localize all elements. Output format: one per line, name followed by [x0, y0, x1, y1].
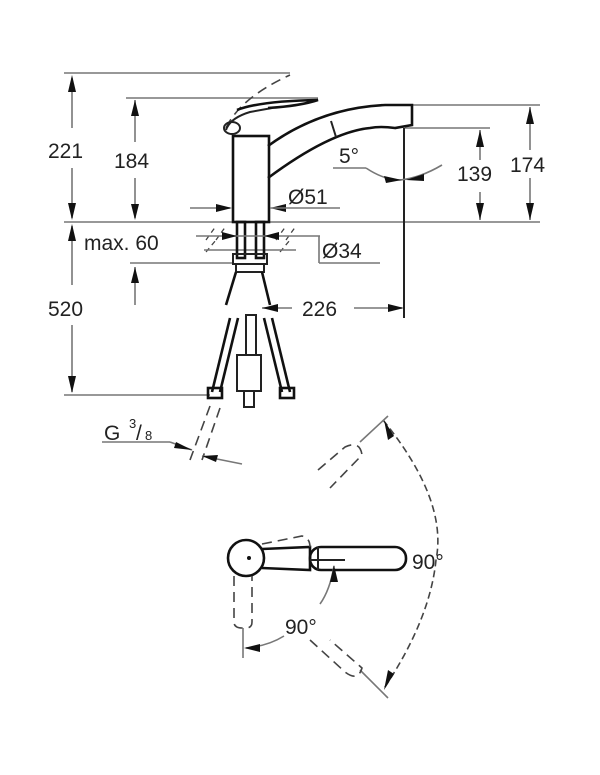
- dim-lever-rotation: 90°: [285, 616, 317, 639]
- dim-spout-angle: 5°: [339, 145, 359, 168]
- dim-reach: 226: [302, 298, 337, 321]
- dim-connection-numerator: 3: [129, 416, 136, 431]
- dim-hose-length: 520: [48, 298, 83, 321]
- dim-spout-body-height: 184: [114, 150, 149, 173]
- top-view: 90° 90°: [226, 415, 444, 699]
- dim-spout-top-height: 174: [510, 154, 545, 177]
- dim-max-deck-thickness: max. 60: [84, 232, 159, 255]
- dim-connection-denominator: 8: [145, 428, 152, 443]
- dim-outlet-height: 139: [457, 163, 492, 186]
- deck-hatch: [204, 225, 297, 253]
- dim-hole-diameter: Ø34: [322, 240, 362, 263]
- dim-connection-g: G: [104, 422, 120, 445]
- dim-spout-swivel: 90°: [412, 551, 444, 574]
- dim-total-height: 221: [48, 140, 83, 163]
- side-view: 221 184 174 139 5°: [48, 72, 545, 465]
- dim-connection-slash: /: [136, 422, 142, 445]
- dim-body-diameter: Ø51: [288, 186, 328, 209]
